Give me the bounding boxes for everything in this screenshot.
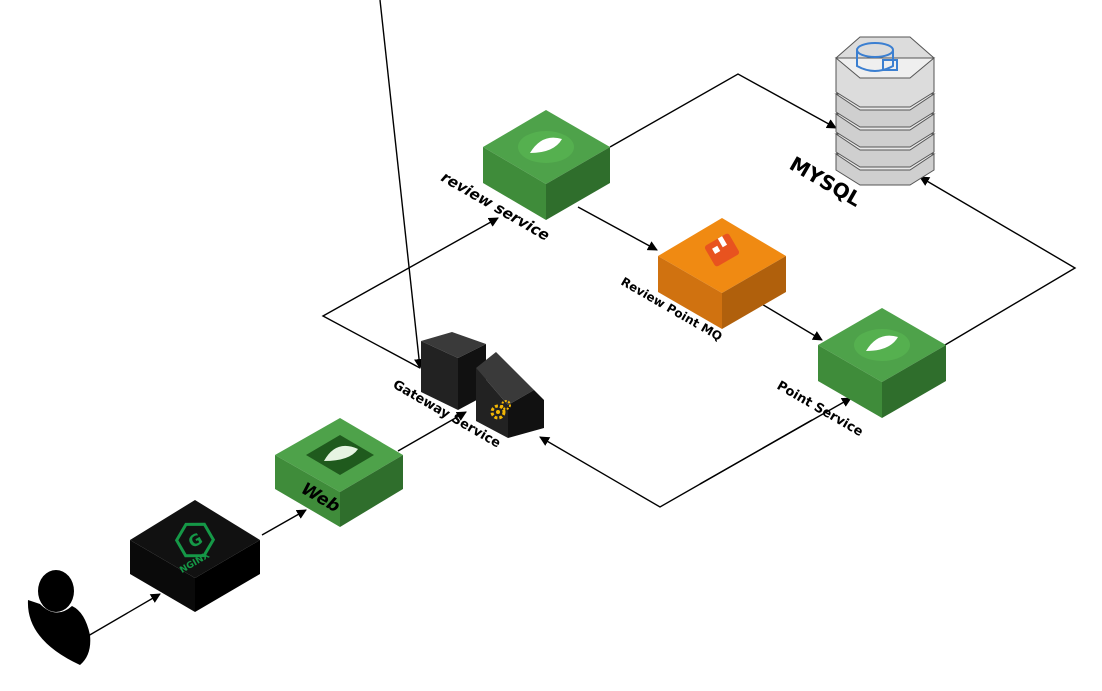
- mq-left: [658, 256, 722, 329]
- point-left: [818, 345, 882, 418]
- edge-review-mq: [577, 206, 658, 251]
- edge-point-mysql: [919, 176, 1077, 346]
- nginx-right: [195, 540, 260, 612]
- gateway-node[interactable]: Gateway Service: [390, 332, 544, 452]
- gear-icon: [490, 400, 511, 420]
- point-right: [882, 345, 946, 418]
- review-right: [546, 147, 610, 220]
- edge-user-nginx: [87, 593, 161, 637]
- web-node[interactable]: Web: [275, 418, 403, 527]
- web-left: [275, 455, 340, 527]
- user-node: [27, 570, 91, 665]
- edges: [87, 0, 1077, 637]
- db-top: [834, 36, 936, 108]
- edge-point-gateway: [539, 419, 813, 508]
- mysql-node[interactable]: MYSQL: [786, 36, 936, 212]
- review-left: [483, 147, 546, 220]
- edge-gateway-point: [699, 397, 852, 485]
- leaf-icon: [306, 435, 374, 475]
- edge-review-mysql: [609, 73, 837, 148]
- database-icon: [834, 36, 936, 186]
- edge-web-gateway: [397, 411, 467, 452]
- edge-gateway-review: [321, 217, 499, 369]
- gateway-block-front: [476, 352, 544, 438]
- nginx-top: [130, 500, 260, 578]
- point-node[interactable]: Point Service: [774, 308, 946, 440]
- edge-review-gateway: [379, 0, 424, 369]
- spring-leaf-icon: [518, 131, 574, 163]
- mq-node[interactable]: Review Point MQ: [619, 218, 787, 344]
- edge-nginx-web: [261, 509, 307, 536]
- spring-leaf-icon: [854, 329, 910, 361]
- mq-right: [722, 256, 786, 329]
- nginx-left: [130, 540, 195, 612]
- web-right: [340, 455, 403, 527]
- user-icon: [27, 570, 91, 665]
- edge-mq-point: [759, 302, 823, 341]
- review-node[interactable]: review service: [438, 110, 610, 245]
- gateway-block-back: [421, 332, 486, 410]
- nginx-node[interactable]: G NGINX: [130, 500, 260, 612]
- rabbitmq-icon: [704, 233, 740, 267]
- db-symbol-icon: [856, 42, 898, 72]
